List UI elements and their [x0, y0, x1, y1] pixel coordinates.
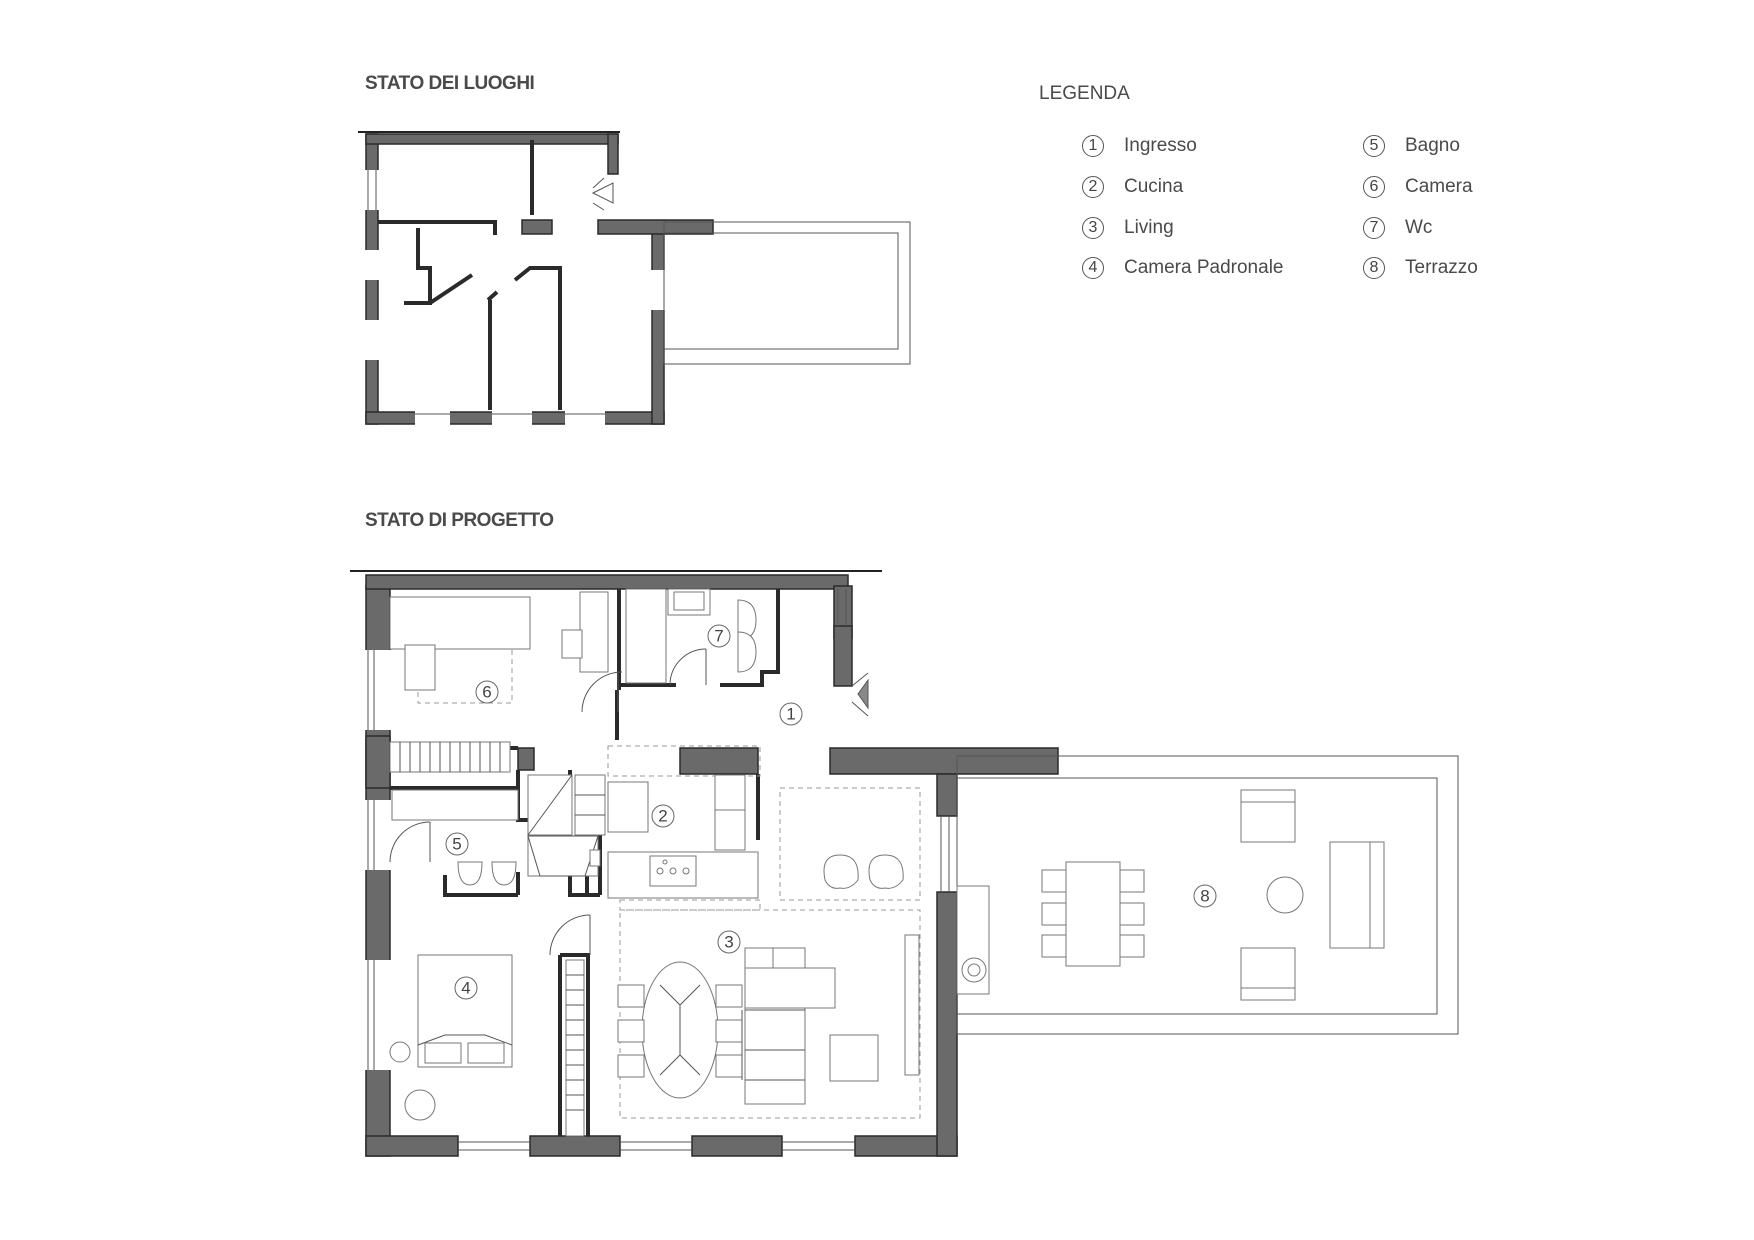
wall [365, 133, 619, 145]
shower [625, 588, 667, 684]
wall [833, 625, 853, 687]
nightstand-lamp [389, 1041, 411, 1063]
room-number-1: 1 [779, 702, 803, 726]
legend-item-3: 3 Living [1082, 215, 1174, 241]
legend-label: Cucina [1124, 176, 1184, 197]
room-number-4: 4 [454, 976, 478, 1000]
armchair [823, 854, 859, 889]
legend-label: Camera Padronale [1124, 257, 1284, 278]
svg-text:2: 2 [658, 807, 667, 826]
room-number-8: 8 [1193, 884, 1217, 908]
legend-item-5: 5 Bagno [1363, 133, 1460, 159]
room-number-5: 5 [445, 832, 469, 856]
entrance-arrow-icon [591, 182, 614, 204]
tv-unit [904, 934, 920, 1076]
legend-label: Bagno [1405, 135, 1460, 156]
legend-label: Living [1124, 217, 1174, 238]
round-table [1266, 876, 1304, 914]
room-number-3: 3 [717, 930, 741, 954]
chair [715, 1054, 743, 1078]
terrace-outline [663, 221, 911, 365]
chair [1119, 869, 1145, 893]
shower-cabin [527, 835, 599, 877]
room-number-7: 7 [707, 624, 731, 648]
chair [1041, 902, 1067, 926]
legend-label: Ingresso [1124, 135, 1197, 156]
plan-project-state: 1 2 3 4 5 6 7 8 [350, 570, 1459, 1157]
coffee-table [829, 1034, 879, 1082]
outdoor-table [1065, 861, 1121, 967]
legend-label: Camera [1405, 176, 1473, 197]
svg-text:4: 4 [461, 979, 470, 998]
legend-number: 7 [1363, 217, 1385, 239]
legend-item-4: 4 Camera Padronale [1082, 255, 1283, 281]
plan-existing-state [358, 131, 911, 426]
legend-label: Wc [1405, 217, 1433, 238]
title-existing-state: STATO DEI LUOGHI [365, 73, 535, 94]
stair-upper [389, 741, 511, 773]
svg-text:3: 3 [724, 933, 733, 952]
chair [617, 1019, 645, 1043]
legend-item-2: 2 Cucina [1082, 174, 1183, 200]
wall [651, 221, 665, 425]
wall [365, 735, 391, 789]
entrance-arrow-icon [857, 678, 869, 710]
legend-label: Terrazzo [1405, 257, 1478, 278]
desk [579, 591, 609, 673]
legend-number: 2 [1082, 176, 1104, 198]
chair [1119, 902, 1145, 926]
svg-text:7: 7 [714, 627, 723, 646]
svg-text:6: 6 [482, 683, 491, 702]
wall [691, 1135, 783, 1157]
wall [936, 773, 958, 817]
stair-lower [565, 959, 585, 1137]
legend-item-8: 8 Terrazzo [1363, 255, 1478, 281]
wall [365, 1135, 459, 1157]
wall [529, 1135, 621, 1157]
chair [617, 1054, 645, 1078]
legend-number: 6 [1363, 176, 1385, 198]
legend-number: 5 [1363, 135, 1385, 157]
wall [365, 574, 849, 590]
legend-title: LEGENDA [1039, 83, 1130, 104]
wall [597, 219, 714, 235]
legend-item-1: 1 Ingresso [1082, 133, 1197, 159]
wall [517, 747, 535, 771]
chair [1041, 869, 1067, 893]
room-number-6: 6 [475, 680, 499, 704]
wall [936, 891, 958, 1157]
toilet [457, 861, 483, 886]
svg-text:8: 8 [1200, 887, 1209, 906]
chair [404, 1089, 436, 1121]
room-number-2: 2 [651, 804, 675, 828]
chair [1041, 934, 1067, 958]
wall [679, 747, 759, 775]
chair [715, 984, 743, 1008]
chair [715, 1019, 743, 1043]
wall [521, 219, 553, 235]
legend-number: 3 [1082, 217, 1104, 239]
title-project-state: STATO DI PROGETTO [365, 510, 554, 531]
chair [617, 984, 645, 1008]
legend-number: 1 [1082, 135, 1104, 157]
legend-number: 4 [1082, 257, 1104, 279]
stair-kitchen [527, 774, 606, 836]
wall [607, 133, 619, 175]
chair [1119, 934, 1145, 958]
legend-item-7: 7 Wc [1363, 215, 1432, 241]
legend-number: 8 [1363, 257, 1385, 279]
wall [829, 747, 1059, 775]
legend-item-6: 6 Camera [1363, 174, 1473, 200]
svg-text:5: 5 [452, 835, 461, 854]
armchair [868, 854, 904, 889]
svg-text:1: 1 [786, 705, 795, 724]
